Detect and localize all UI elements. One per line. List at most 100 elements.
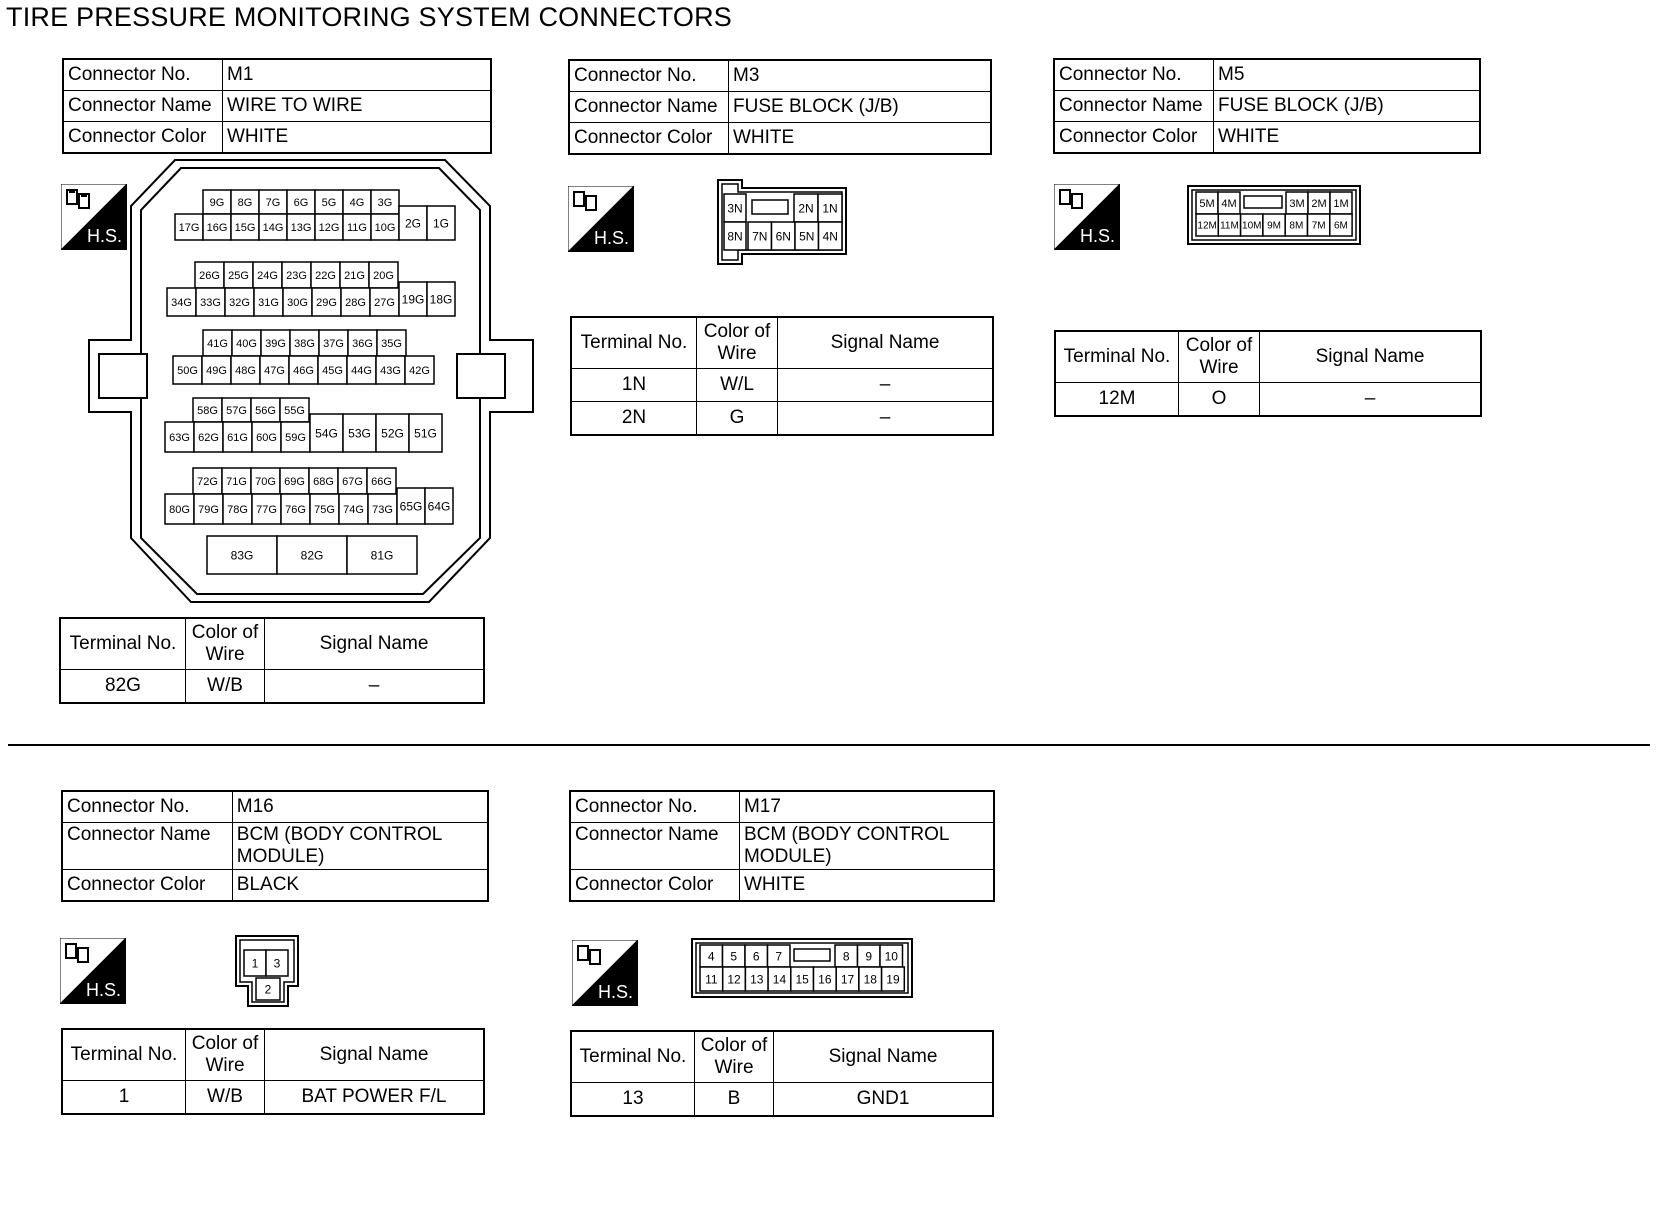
wire-color-header: Color of Wire xyxy=(696,316,778,369)
pin-label: 57G xyxy=(226,405,247,417)
pin-label: 2G xyxy=(405,216,421,230)
pin-cavity xyxy=(286,189,316,215)
wire-color-cell: W/L xyxy=(696,368,778,402)
pin-label: 82G xyxy=(301,548,324,562)
pin-cavity xyxy=(280,493,311,525)
pin-cavity xyxy=(346,535,418,575)
terminal-no-header: Terminal No. xyxy=(570,316,697,369)
pin-label: 3 xyxy=(274,956,281,970)
pin-label: 72G xyxy=(197,476,218,488)
pin-label: 24G xyxy=(257,270,278,282)
pin-label: 40G xyxy=(236,338,257,350)
pin-label: 59G xyxy=(285,432,306,444)
pin-label: 13G xyxy=(291,222,312,234)
pin-label: 29G xyxy=(316,297,337,309)
terminal-no-header: Terminal No. xyxy=(59,617,186,670)
pin-cavity xyxy=(317,355,348,385)
pin-cavity xyxy=(202,189,232,215)
pin-label: 36G xyxy=(352,338,373,350)
signal-name-cell: – xyxy=(777,401,994,436)
connector-name-value: FUSE BLOCK (J/B) xyxy=(1213,90,1481,122)
pin-label: 23G xyxy=(286,270,307,282)
connector-name-label: Connector Name xyxy=(1053,90,1214,122)
pin-cavity xyxy=(286,213,316,241)
key-slot xyxy=(793,948,831,962)
wire-color-cell: B xyxy=(694,1082,774,1117)
pin-label: 62G xyxy=(198,432,219,444)
hs-label: H.S. xyxy=(87,226,122,246)
pin-label: 4M xyxy=(1221,198,1236,210)
pin-label: 2M xyxy=(1311,198,1326,210)
pin-label: 30G xyxy=(287,297,308,309)
pin-label: 66G xyxy=(371,476,392,488)
pin-cavity xyxy=(221,397,252,423)
pin-label: 21G xyxy=(344,270,365,282)
table-row: 12M O – xyxy=(1054,382,1482,417)
pin-cavity xyxy=(424,487,454,525)
harness-side-icon: H.S. xyxy=(1054,184,1120,250)
pin-label: 1M xyxy=(1333,198,1348,210)
pin-label: 65G xyxy=(400,499,423,513)
pin-label: 1N xyxy=(822,201,837,215)
harness-side-icon: H.S. xyxy=(60,938,126,1004)
pin-label: 56G xyxy=(255,405,276,417)
connector-name-label: Connector Name xyxy=(61,822,233,870)
pin-cavity xyxy=(370,213,400,241)
terminal-table-m16: Terminal No. Color of Wire Signal Name 1… xyxy=(61,1028,485,1115)
terminal-table-m1: Terminal No. Color of Wire Signal Name 8… xyxy=(59,617,485,704)
connector-no-label: Connector No. xyxy=(61,790,233,823)
pin-cavity xyxy=(375,355,406,385)
key-slot xyxy=(751,199,789,215)
pin-label: 19 xyxy=(886,972,900,986)
connector-no-label: Connector No. xyxy=(569,790,740,823)
pin-cavity xyxy=(817,221,843,251)
pin-cavity xyxy=(251,421,282,453)
connector-color-label: Connector Color xyxy=(1053,121,1214,154)
terminal-no-cell: 13 xyxy=(570,1082,695,1117)
connector-color-label: Connector Color xyxy=(568,122,729,155)
wire-color-header: Color of Wire xyxy=(185,617,265,670)
table-row: 1N W/L – xyxy=(570,368,994,402)
wire-color-header: Color of Wire xyxy=(694,1030,774,1083)
pin-label: 49G xyxy=(206,365,227,377)
pin-label: 48G xyxy=(235,365,256,377)
pin-label: 35G xyxy=(381,338,402,350)
pin-label: 37G xyxy=(323,338,344,350)
pin-cavity xyxy=(223,261,254,289)
pin-label: 14 xyxy=(773,972,787,986)
pin-label: 80G xyxy=(169,504,190,516)
pin-cavity xyxy=(376,329,407,357)
pin-label: 70G xyxy=(255,476,276,488)
section-divider xyxy=(8,744,1650,746)
connector-name-label: Connector Name xyxy=(568,91,729,123)
signal-name-header: Signal Name xyxy=(773,1030,994,1083)
pin-label: 52G xyxy=(381,426,404,440)
pin-label: 34G xyxy=(171,297,192,309)
pin-cavity xyxy=(880,966,906,992)
pin-label: 9M xyxy=(1267,221,1281,232)
wire-color-cell: W/B xyxy=(185,1080,265,1115)
hs-label: H.S. xyxy=(86,980,121,1000)
signal-name-cell: – xyxy=(777,368,994,402)
pin-cavity xyxy=(260,329,291,357)
pin-label: 55G xyxy=(284,405,305,417)
pin-label: 74G xyxy=(343,504,364,516)
pin-label: 6N xyxy=(776,229,791,243)
terminal-no-header: Terminal No. xyxy=(61,1028,186,1081)
pin-label: 10M xyxy=(1242,221,1261,232)
pin-cavity xyxy=(368,261,399,289)
pin-cavity xyxy=(408,413,443,453)
pin-cavity xyxy=(279,397,310,423)
pin-label: 10G xyxy=(375,222,396,234)
pin-label: 22G xyxy=(315,270,336,282)
signal-name-header: Signal Name xyxy=(1259,330,1482,383)
pin-label: 26G xyxy=(199,270,220,282)
pin-cavity xyxy=(342,413,377,453)
